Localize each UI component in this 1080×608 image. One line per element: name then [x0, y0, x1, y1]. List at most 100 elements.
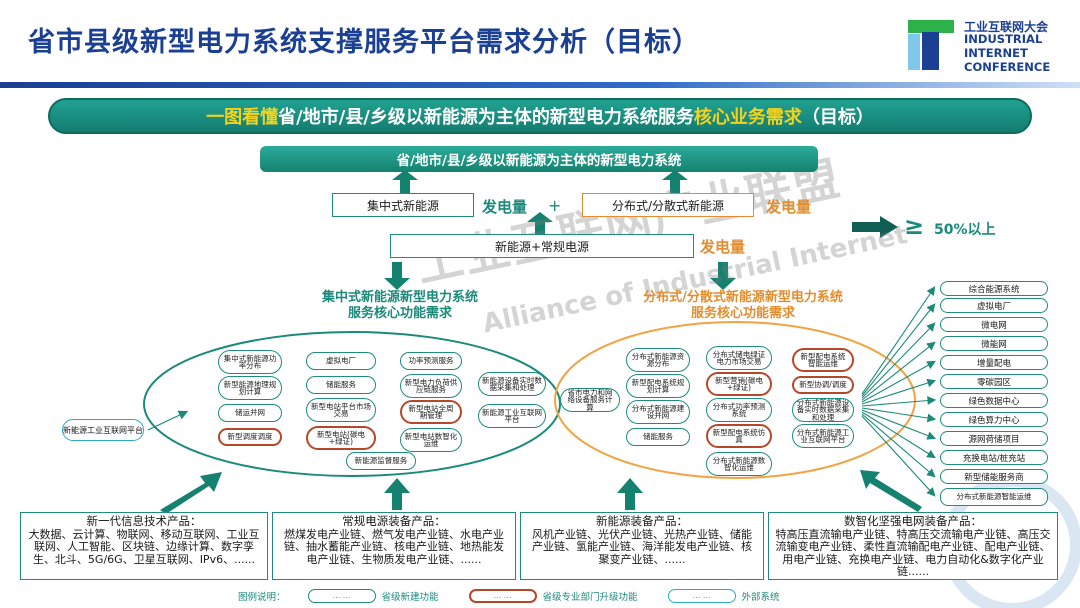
up-arrow-icon [384, 478, 410, 510]
banner-middle: 省/地市/县/乡级以新能源为主体的新型电力系统服务 [278, 107, 694, 128]
function-pill: 新型配电系统规划计算 [626, 374, 690, 398]
function-pill: 分布式新能源资源分布 [626, 348, 690, 372]
function-pill: 储运并网 [218, 404, 282, 422]
function-pill: 分布式新能源数智化运维 [706, 452, 772, 476]
conference-logo: 工业互联网大会 INDUSTRIAL INTERNET CONFERENCE [900, 14, 1070, 78]
function-pill: 新型能源地理规划计算 [218, 376, 282, 400]
function-pill: 分布式功率预测系统 [706, 398, 772, 422]
down-arrow-icon [710, 262, 736, 290]
legend-pill-external: ... ... [667, 589, 736, 603]
new-power-system-box: 省/地市/县/乡级以新能源为主体的新型电力系统 [260, 146, 818, 172]
function-pill: 虚拟电厂 [306, 352, 376, 370]
centralized-cluster-title: 集中式新能源新型电力系统 服务核心功能需求 [270, 290, 530, 322]
legend: 图例说明： ... ... 省级新建功能 ... ... 省级专业部门升级功能 … [238, 587, 780, 605]
function-pill: 分布式储电绿证电力市场交易 [706, 346, 772, 370]
external-system-item: 虚拟电厂 [940, 298, 1048, 313]
external-system-item: 零碳园区 [940, 374, 1048, 389]
bottom-box-new-energy: 新能源装备产品： 风机产业链、光伏产业链、光热产业链、储能产业链、氢能产业链、海… [520, 512, 764, 580]
function-pill: 分布式新能源工业互联网平台 [792, 424, 854, 448]
up-arrow-icon [662, 170, 688, 193]
bottom-box-body: 风机产业链、光伏产业链、光热产业链、储能产业链、氢能产业链、海洋能发电产业链、核… [532, 527, 752, 566]
external-system-item: 源网荷储项目 [940, 431, 1048, 446]
header-divider [0, 82, 1080, 88]
upgraded-function-pill: 新型电站(碳电+绿证) [306, 426, 376, 450]
external-system-item: 微电网 [940, 317, 1048, 332]
function-pill: 集中式新能源功率分布 [218, 350, 282, 374]
legend-label: 图例说明： [238, 592, 286, 603]
logo-mark-side [908, 34, 920, 70]
external-system-item: 分布式新能源智能运维 [940, 488, 1048, 506]
bottom-box-title: 新能源装备产品： [596, 514, 688, 528]
legend-new-function: 省级新建功能 [381, 592, 439, 603]
distributed-title-line1: 分布式/分散式新能源新型电力系统 [643, 290, 843, 305]
upgraded-function-pill: 新型配电系统仿真 [706, 424, 772, 448]
centralized-title-line2: 服务核心功能需求 [347, 306, 452, 321]
function-pill: 分布式新能源设备实时数据采集和处理 [792, 398, 854, 422]
function-pill: 分布式新能源建设并网 [626, 400, 690, 424]
function-pill: 省市电力和网络设备服务计算 [560, 388, 620, 412]
centralized-title-line1: 集中式新能源新型电力系统 [321, 290, 478, 305]
up-arrow-icon [617, 478, 643, 510]
right-arrow-icon [852, 216, 898, 238]
function-pill: 新型电站数智化运维 [400, 428, 462, 452]
function-pill: 新能源工业互联网平台 [478, 404, 546, 428]
generation-label: 发电量 [766, 198, 812, 216]
down-arrow-icon [384, 262, 410, 290]
logo-mark-stem [922, 32, 939, 70]
external-system-item: 综合能源系统 [940, 281, 1048, 296]
bottom-box-title: 新一代信息技术产品： [86, 514, 202, 528]
upgraded-function-pill: 新型电站全周期管理 [400, 400, 462, 424]
banner-lead: 一图看懂 [206, 107, 279, 128]
up-left-arrow-icon [860, 470, 922, 512]
bottom-box-body: 特高压直流输电产业链、特高压交流输电产业链、高压交流输变电产业链、柔性直流输配电… [775, 527, 1051, 578]
legend-external-system: 外部系统 [741, 592, 780, 603]
logo-mark-icon [908, 20, 954, 33]
bottom-box-body: 燃煤发电产业链、燃气发电产业链、水电产业链、抽水蓄能产业链、核电产业链、地热能发… [284, 527, 504, 566]
logo-text-cn: 工业互联网大会 [964, 20, 1049, 34]
external-system-item: 绿色算力中心 [940, 412, 1048, 427]
page-title: 省市县级新型电力系统支撑服务平台需求分析（目标） [28, 27, 700, 58]
function-pill: 新型电力负荷供应链服务 [400, 374, 462, 398]
centralized-source-box: 集中式新能源 [332, 193, 474, 217]
up-right-arrow-icon [160, 472, 222, 514]
bottom-box-conventional-power: 常规电源装备产品： 燃煤发电产业链、燃气发电产业链、水电产业链、抽水蓄能产业链、… [272, 512, 516, 580]
upgraded-function-pill: 新型配电系统智能运维 [792, 348, 854, 372]
function-pill: 储能服务 [306, 376, 376, 394]
external-industrial-internet-platform: 新能源工业互联网平台 [62, 419, 144, 441]
generation-label: 发电量 [700, 238, 746, 256]
plus-sign: + [548, 196, 562, 215]
share-threshold: 50%以上 [934, 222, 996, 238]
external-system-item: 新型储能服务商 [940, 469, 1048, 484]
up-arrow-icon [527, 212, 553, 234]
legend-pill-upgrade: ... ... [468, 589, 537, 603]
distributed-title-line2: 服务核心功能需求 [690, 306, 795, 321]
banner-tail: （目标） [801, 107, 874, 128]
external-system-item: 增量配电 [940, 355, 1048, 370]
geq-sign: ≥ [904, 212, 925, 240]
function-pill: 新能源设备实时数据采集和处理 [478, 372, 546, 396]
external-system-item: 充换电站/桩充站 [940, 450, 1048, 465]
legend-pill-new: ... ... [307, 589, 376, 603]
generation-label: 发电量 [482, 198, 528, 216]
headline-banner: 一图看懂 省/地市/县/乡级以新能源为主体的新型电力系统服务 核心业务需求 （目… [48, 98, 1032, 134]
bottom-box-title: 常规电源装备产品： [342, 514, 446, 528]
up-arrow-icon [392, 170, 418, 193]
bottom-box-title: 数智化坚强电网装备产品： [844, 514, 982, 528]
bottom-box-body: 大数据、云计算、物联网、移动互联网、工业互联网、人工智能、区块链、边缘计算、数字… [28, 527, 260, 566]
function-pill: 功率预测服务 [400, 352, 462, 370]
distributed-cluster-ellipse [554, 321, 916, 479]
logo-text-en1: INDUSTRIAL [964, 32, 1043, 46]
logo-text-en3: CONFERENCE [964, 60, 1051, 74]
combined-source-box: 新能源+常规电源 [390, 234, 694, 258]
distributed-cluster-title: 分布式/分散式新能源新型电力系统 服务核心功能需求 [588, 290, 898, 322]
bottom-box-it-products: 新一代信息技术产品： 大数据、云计算、物联网、移动互联网、工业互联网、人工智能、… [20, 512, 268, 580]
function-pill: 储能服务 [626, 428, 690, 446]
upgraded-function-pill: 新型协调/调度 [792, 376, 854, 394]
bottom-box-smart-grid: 数智化坚强电网装备产品： 特高压直流输电产业链、特高压交流输电产业链、高压交流输… [768, 512, 1058, 580]
logo-text-en2: INTERNET [964, 46, 1028, 60]
banner-highlight: 核心业务需求 [693, 107, 802, 128]
function-pill: 新型电站平台市场交易 [306, 398, 376, 422]
external-system-item: 微能网 [940, 336, 1048, 351]
legend-upgrade-function: 省级专业部门升级功能 [542, 592, 638, 603]
external-system-item: 绿色数据中心 [940, 393, 1048, 408]
